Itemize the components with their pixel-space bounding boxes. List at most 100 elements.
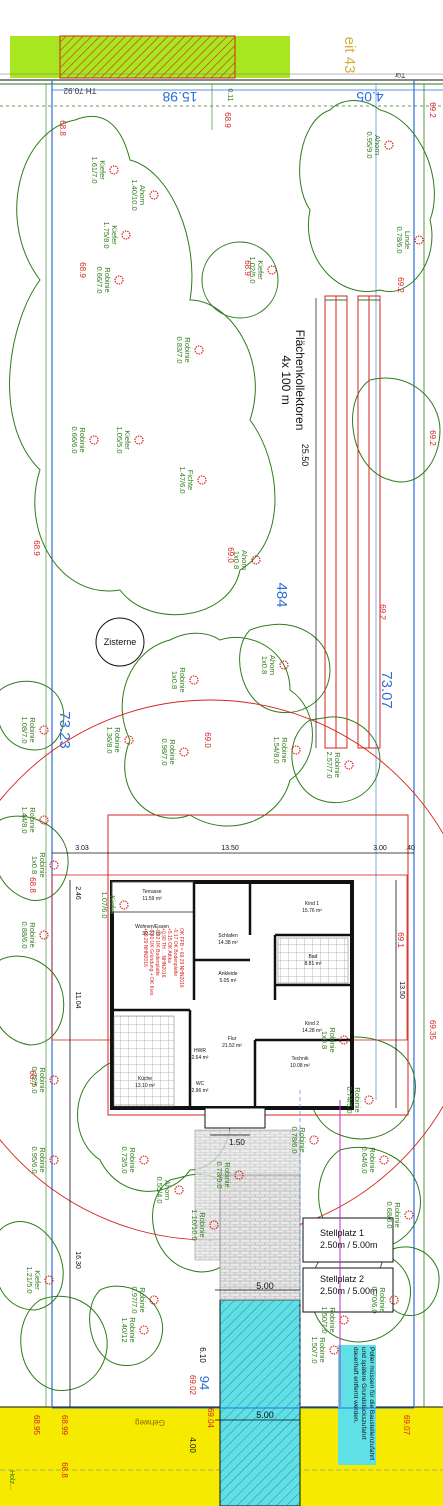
cyan-note-box <box>338 1345 376 1465</box>
tree-species: Robinie <box>333 752 342 777</box>
tree-spec: 0.83/7.0 <box>175 336 184 363</box>
tree-marker <box>209 1220 219 1230</box>
tree-spec: 1.02/5.0 <box>248 256 257 283</box>
tree-spec: 0.78/6.0 <box>395 226 404 253</box>
tree-spec: 0.95/9.0 <box>365 131 374 158</box>
room-name: Schlafen <box>218 933 238 939</box>
label-dist-right: 4.05 <box>356 89 383 105</box>
tree-spec: 0.73/5.0 <box>120 1146 129 1173</box>
tree-marker <box>149 190 159 200</box>
dim-300: 3.00 <box>373 845 387 852</box>
tree-marker <box>404 1210 414 1220</box>
tree-spec: 1x0.8 <box>170 671 179 689</box>
tree-symbol-icon <box>179 747 189 757</box>
tree-species: Ahorn <box>240 550 249 570</box>
tree-species: Kiefer <box>108 895 117 915</box>
tree-symbol-icon <box>344 760 354 770</box>
tree-symbol-icon <box>364 1095 374 1105</box>
room-name: Küche <box>138 1076 152 1082</box>
tree-spec: 0.98/7.0 <box>160 738 169 765</box>
tree-species: Robinie <box>178 667 187 692</box>
tree-species: Robinie <box>38 852 47 877</box>
tree-marker <box>179 747 189 757</box>
tree-spec: 0.88/6.0 <box>20 921 29 948</box>
dim-1104: 11.04 <box>74 992 81 1009</box>
tree-spec: 0.55/4.0 <box>155 1176 164 1203</box>
tree-spec: 1.05/5.0 <box>115 426 124 453</box>
note-text: Poller müssen für die Baustellenzufahrt … <box>352 1347 375 1461</box>
room-area: 30.22 m² <box>142 931 162 937</box>
room-name: Bad <box>309 954 318 960</box>
tree-spec: 1.44/8.0 <box>20 806 29 833</box>
tree-spec: 1.54/8.0 <box>272 736 281 763</box>
level-label: 69.0 <box>226 547 235 563</box>
paved-area <box>219 1174 301 1301</box>
tree-symbol-icon <box>49 1075 59 1085</box>
tree-marker <box>189 675 199 685</box>
level-label: 69.07 <box>402 1415 411 1436</box>
tree-symbol-icon <box>379 1155 389 1165</box>
tree-symbol-icon <box>119 900 129 910</box>
house-outline <box>51 814 409 1129</box>
tree-spec: 1.47/6.0 <box>178 466 187 493</box>
tree-spec: 0.78/6.0 <box>290 1126 299 1153</box>
tree-symbol-icon <box>39 815 49 825</box>
tree-symbol-icon <box>109 165 119 175</box>
tree-symbol-icon <box>114 275 124 285</box>
tree-symbol-icon <box>291 745 301 755</box>
tree-symbol-icon <box>404 1210 414 1220</box>
room-name: Kind 1 <box>305 901 319 907</box>
tree-marker <box>49 860 59 870</box>
cistern-label: Zisterne <box>104 637 137 647</box>
tree-marker <box>279 660 289 670</box>
room-area: 13.10 m² <box>135 1083 155 1089</box>
tree-species: Robinie <box>198 1212 207 1237</box>
parking-size-1: 2.50m / 5.00m <box>320 1240 378 1250</box>
level-label: 68.9 <box>78 262 87 278</box>
dim-1350-top: 13.50 <box>221 845 239 852</box>
tree-symbol-icon <box>124 735 134 745</box>
tree-marker <box>194 345 204 355</box>
room-area: 2.64 m² <box>192 1055 209 1061</box>
tree-spec: 0.66/6.0 <box>70 426 79 453</box>
tree-spec: 1.61/7.0 <box>90 156 99 183</box>
road-label: Gehweg <box>135 1418 165 1427</box>
tree-spec: 1.10/10.0 <box>190 1209 199 1240</box>
tree-marker <box>251 555 261 565</box>
tree-species: Robinie <box>168 739 177 764</box>
tree-species: Robinie <box>223 1162 232 1187</box>
tree-marker <box>114 275 124 285</box>
room-name: Technik <box>292 1056 309 1062</box>
tree-spec: 1.21/5.0 <box>25 1266 34 1293</box>
house-note: OK FFB = 69.29 NHN2016 <box>178 928 184 988</box>
room-area: 2.96 m² <box>192 1088 209 1094</box>
tree-species: Robinie <box>280 737 289 762</box>
tree-marker <box>149 1295 159 1305</box>
tree-symbol-icon <box>49 1155 59 1165</box>
room-name: HWR <box>194 1048 206 1054</box>
level-label: 68.95 <box>32 1415 41 1436</box>
tree-species: Robinie <box>368 1147 377 1172</box>
dim-6935: 69.35 <box>428 1020 437 1041</box>
dim-150: 1.50 <box>229 1138 245 1147</box>
